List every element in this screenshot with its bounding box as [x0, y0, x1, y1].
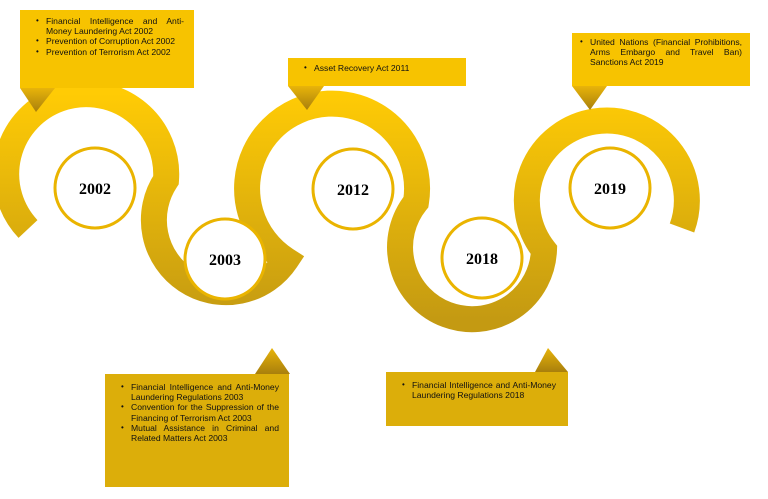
list-item: United Nations (Financial Prohibitions, …: [580, 37, 742, 68]
year-circle-2012: 2012: [311, 147, 395, 231]
timeline-ribbon: [0, 81, 700, 333]
callout-2012: Asset Recovery Act 2011: [288, 58, 466, 86]
callout-pointer-2019: [572, 86, 607, 110]
callout-2019-list: United Nations (Financial Prohibitions, …: [580, 37, 742, 68]
callout-2018-list: Financial Intelligence and Anti-Money La…: [398, 380, 556, 400]
callout-pointer-2003: [255, 348, 290, 374]
callout-2012-list: Asset Recovery Act 2011: [300, 63, 456, 73]
callout-pointer-2018: [535, 348, 568, 372]
list-item: Convention for the Suppression of the Fi…: [121, 402, 279, 422]
callout-2002: Financial Intelligence and Anti-Money La…: [20, 10, 194, 88]
year-circle-2002: 2002: [53, 146, 137, 230]
list-item: Financial Intelligence and Anti-Money La…: [36, 16, 184, 36]
callout-2003-list: Financial Intelligence and Anti-Money La…: [117, 382, 279, 443]
callout-pointer-2002: [20, 88, 55, 112]
list-item: Financial Intelligence and Anti-Money La…: [121, 382, 279, 402]
callout-2018: Financial Intelligence and Anti-Money La…: [386, 372, 568, 426]
list-item: Financial Intelligence and Anti-Money La…: [402, 380, 556, 400]
callout-2019: United Nations (Financial Prohibitions, …: [572, 33, 750, 86]
year-circle-2019: 2019: [568, 146, 652, 230]
year-label-2019: 2019: [594, 181, 626, 198]
list-item: Mutual Assistance in Criminal and Relate…: [121, 423, 279, 443]
year-circle-2003: 2003: [183, 217, 267, 301]
list-item: Asset Recovery Act 2011: [304, 63, 456, 73]
year-label-2002: 2002: [79, 181, 111, 198]
list-item: Prevention of Corruption Act 2002: [36, 36, 184, 46]
callout-2003: Financial Intelligence and Anti-Money La…: [105, 374, 289, 487]
callout-2002-list: Financial Intelligence and Anti-Money La…: [32, 16, 184, 57]
year-circle-2018: 2018: [440, 216, 524, 300]
callout-pointer-2012: [288, 86, 324, 110]
year-label-2003: 2003: [209, 252, 241, 269]
year-label-2012: 2012: [337, 182, 369, 199]
year-label-2018: 2018: [466, 251, 498, 268]
list-item: Prevention of Terrorism Act 2002: [36, 47, 184, 57]
